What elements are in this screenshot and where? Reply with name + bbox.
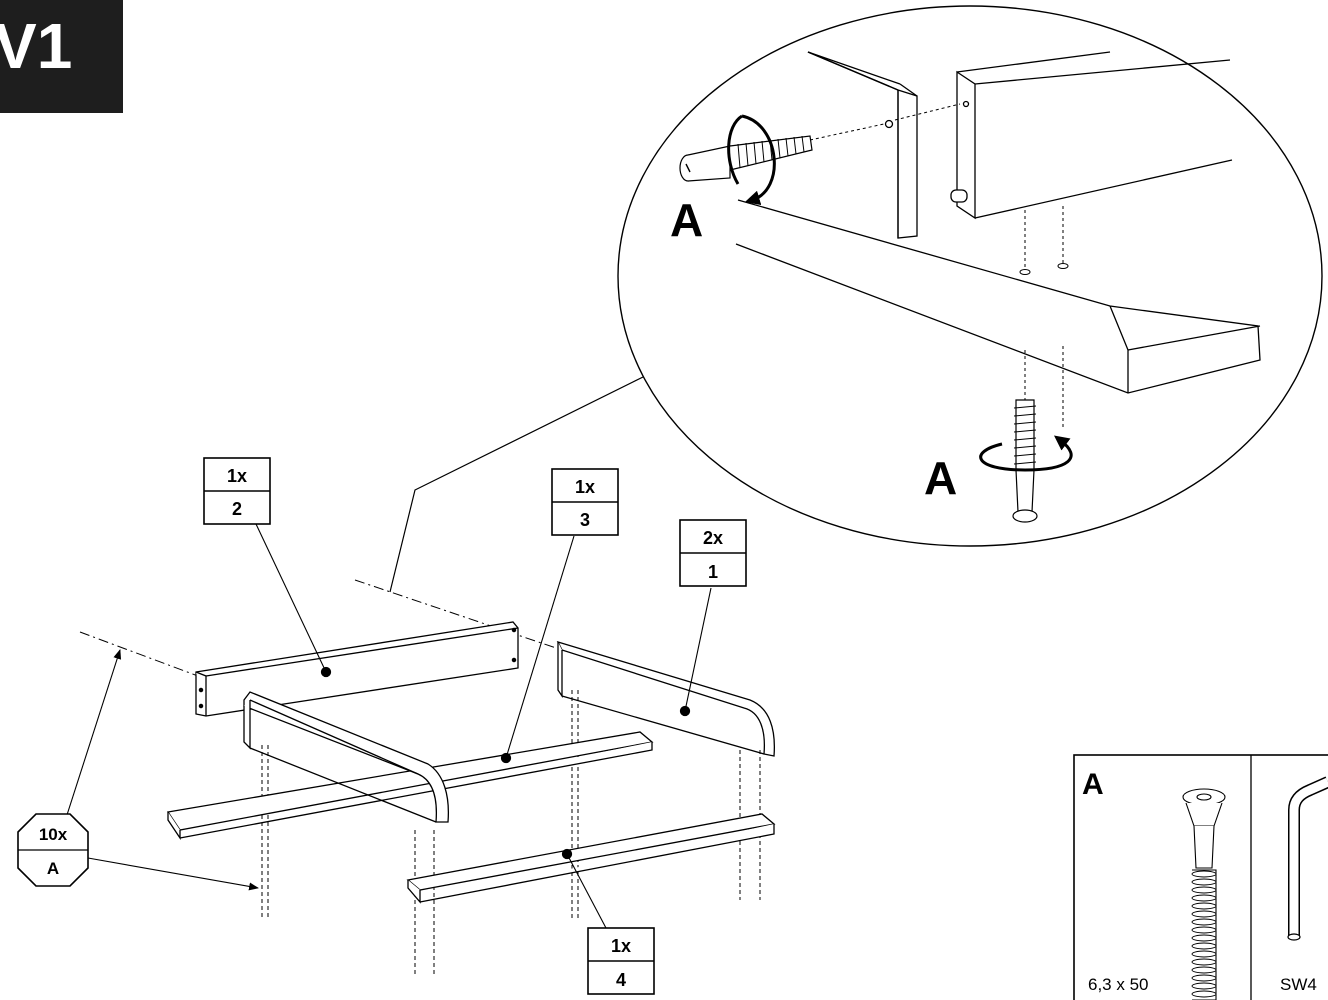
alignment-lines bbox=[79, 579, 563, 677]
callout-part-3: 1x 3 bbox=[551, 468, 619, 536]
callout-qty: 2x bbox=[703, 528, 723, 548]
legend-screw-size: 6,3 x 50 bbox=[1088, 975, 1149, 994]
part-3-bottom-slat bbox=[166, 731, 654, 841]
callout-part-number: A bbox=[47, 859, 59, 878]
detail-right-board bbox=[950, 51, 1233, 220]
callout-hardware-a: 10x A bbox=[17, 813, 89, 887]
callout-qty: 10x bbox=[39, 825, 68, 844]
detail-left-board bbox=[807, 51, 918, 239]
legend-tool-label: SW4 bbox=[1280, 975, 1317, 994]
callout-part-number: 2 bbox=[232, 499, 242, 519]
callout-part-number: 1 bbox=[708, 562, 718, 582]
legend-part-letter: A bbox=[1082, 768, 1104, 801]
detail-zoom-circle bbox=[389, 5, 1323, 593]
rotation-arrow-icon bbox=[979, 435, 1073, 472]
callout-part-4: 1x 4 bbox=[587, 927, 655, 995]
callout-part-number: 4 bbox=[616, 970, 626, 990]
part-2-back-panel bbox=[195, 621, 519, 717]
callout-part-1: 2x 1 bbox=[679, 519, 747, 587]
callout-part-2: 1x 2 bbox=[203, 457, 271, 525]
part-4-front-slat bbox=[406, 813, 776, 904]
callout-qty: 1x bbox=[227, 466, 247, 486]
rotation-arrow-icon bbox=[727, 114, 776, 206]
callout-qty: 1x bbox=[575, 477, 595, 497]
vertical-guide-lines bbox=[261, 690, 761, 975]
detail-bottom-plank bbox=[735, 199, 1261, 394]
hex-key-icon bbox=[1287, 776, 1328, 941]
detail-label-bottom: A bbox=[924, 452, 957, 504]
part-1-side-panel-right bbox=[556, 640, 776, 757]
detail-label-top: A bbox=[670, 194, 703, 246]
callout-part-number: 3 bbox=[580, 510, 590, 530]
callout-qty: 1x bbox=[611, 936, 631, 956]
step-badge: V1 bbox=[0, 0, 123, 113]
callout-leaders bbox=[65, 523, 712, 929]
hardware-legend: A bbox=[1073, 754, 1328, 1000]
part-1-side-panel-left bbox=[243, 691, 450, 823]
screw-icon bbox=[1182, 788, 1226, 1000]
detail-screw-vertical bbox=[1012, 399, 1038, 523]
detail-guide-lines bbox=[809, 103, 1069, 430]
detail-screw-horizontal bbox=[679, 135, 813, 182]
